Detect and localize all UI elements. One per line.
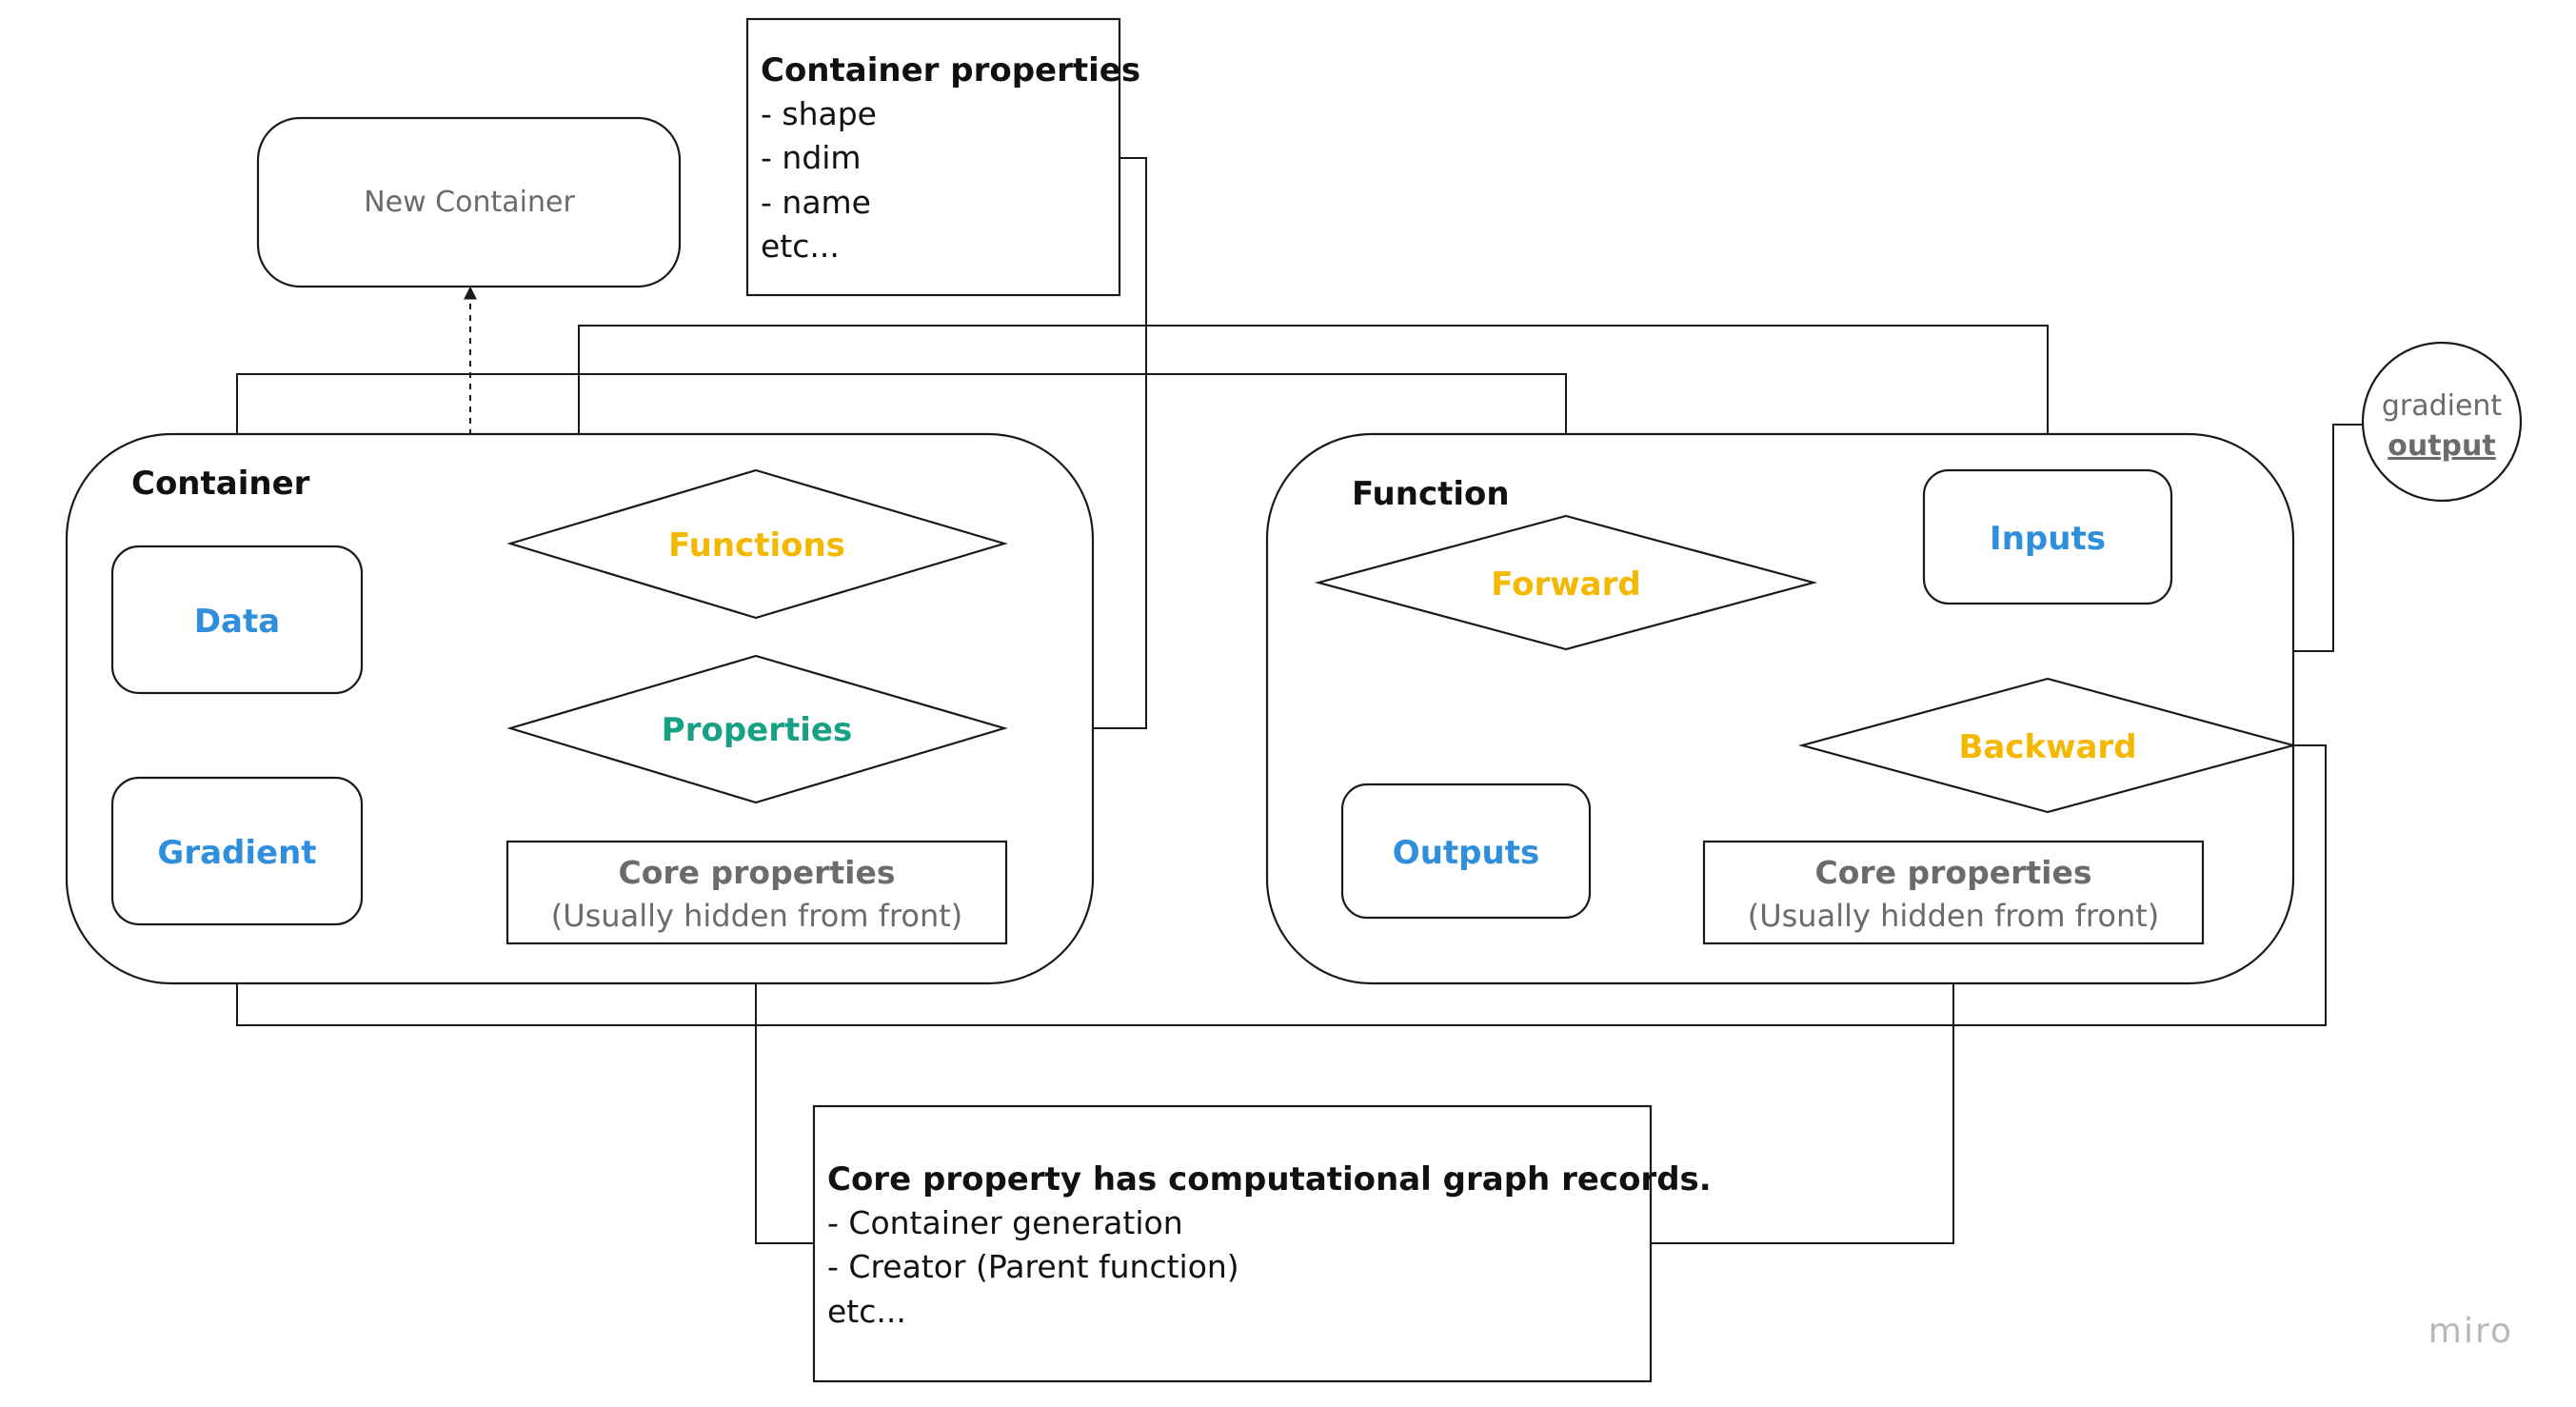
properties-decision[interactable]: Properties — [506, 654, 1008, 804]
container-core-title: Core properties — [619, 854, 896, 891]
connector-container-core-to-note — [755, 943, 814, 1244]
forward-decision[interactable]: Forward — [1314, 514, 1818, 651]
gradient-node[interactable]: Gradient — [110, 776, 364, 926]
connector-backward-to-gradient — [230, 744, 2327, 1026]
gradient-output-line1: gradient — [2382, 389, 2503, 423]
outputs-node[interactable]: Outputs — [1340, 783, 1592, 920]
inputs-node[interactable]: Inputs — [1922, 468, 2173, 605]
data-label: Data — [194, 603, 280, 641]
connector-container-to-inputs — [578, 325, 2054, 472]
data-node[interactable]: Data — [110, 545, 364, 695]
container-properties-note: Container properties - shape - ndim - na… — [745, 17, 1140, 297]
functions-label: Functions — [668, 526, 845, 565]
container-properties-line: etc... — [761, 228, 840, 265]
backward-decision[interactable]: Backward — [1797, 677, 2298, 814]
container-title: Container — [131, 465, 310, 503]
container-properties-line: - shape — [761, 95, 877, 132]
backward-label: Backward — [1958, 728, 2136, 766]
function-core-properties[interactable]: Core properties (Usually hidden from fro… — [1702, 840, 2205, 945]
container-properties-line: - ndim — [761, 139, 862, 176]
container-core-subtitle: (Usually hidden from front) — [551, 898, 963, 934]
forward-label: Forward — [1491, 565, 1640, 604]
core-note-line: etc... — [827, 1293, 906, 1330]
properties-label: Properties — [662, 711, 852, 749]
container-core-properties[interactable]: Core properties (Usually hidden from fro… — [505, 840, 1008, 945]
function-core-subtitle: (Usually hidden from front) — [1748, 898, 2160, 934]
outputs-label: Outputs — [1393, 834, 1539, 872]
core-note-line: - Container generation — [827, 1204, 1183, 1241]
connector-function-core-to-note — [1651, 943, 1954, 1244]
container-properties-title: Container properties — [761, 51, 1140, 89]
inputs-label: Inputs — [1990, 520, 2106, 558]
gradient-output-line2: output — [2388, 429, 2495, 463]
function-title: Function — [1352, 475, 1510, 513]
gradient-output-node[interactable]: gradient output — [2361, 341, 2523, 503]
core-note-title: Core property has computational graph re… — [827, 1160, 1712, 1199]
function-core-title: Core properties — [1815, 854, 2092, 891]
core-note-line: - Creator (Parent function) — [827, 1248, 1239, 1285]
core-property-note: Core property has computational graph re… — [812, 1104, 1712, 1383]
container-properties-line: - name — [761, 184, 871, 221]
new-container-label: New Container — [364, 186, 575, 219]
functions-decision[interactable]: Functions — [506, 468, 1008, 620]
miro-watermark: miro — [2428, 1312, 2513, 1351]
new-container-node[interactable]: New Container — [256, 116, 682, 288]
gradient-label: Gradient — [157, 834, 316, 872]
